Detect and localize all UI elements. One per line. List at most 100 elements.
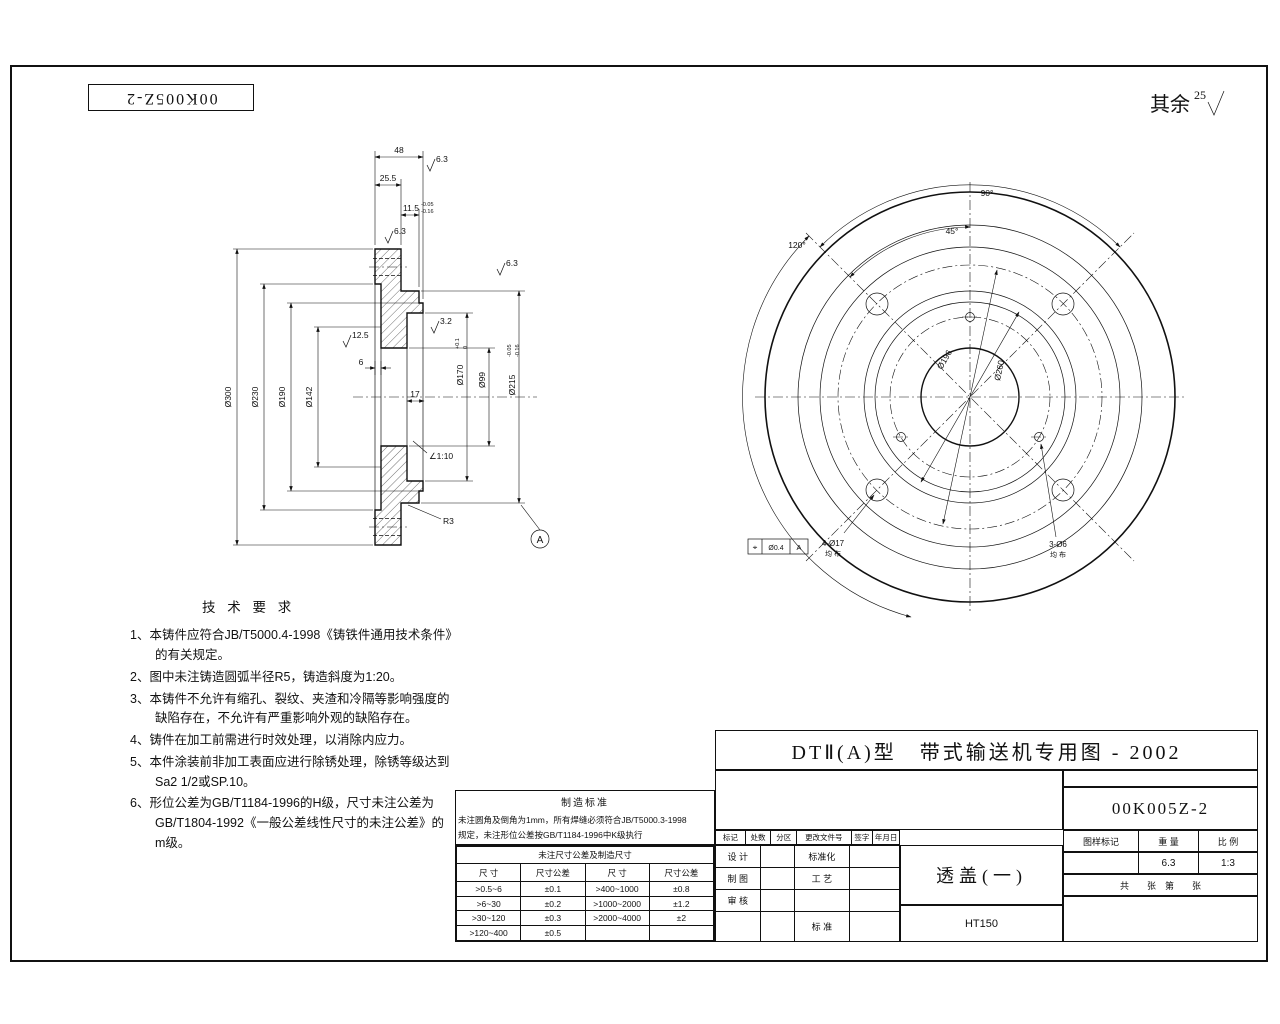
callout-4-holes: ⌖ Ø0.4 A 4-Ø17 均 布 <box>747 494 875 558</box>
revision-header-row: 标记 处数 分区 更改文件号 签字 年月日 <box>715 830 900 845</box>
part-name-box: 透盖(一) <box>900 845 1063 905</box>
general-roughness-note: 其余 25 <box>1150 88 1230 118</box>
svg-text:A: A <box>796 543 801 552</box>
svg-text:均 布: 均 布 <box>825 549 841 558</box>
drawing-no-spacer <box>1063 770 1258 787</box>
rev-header: 处数 <box>746 831 772 844</box>
main-title-box: DTⅡ(A)型 带式输送机专用图 - 2002 <box>715 730 1258 770</box>
scale-value: 1:3 <box>1221 857 1235 869</box>
material-box: HT150 <box>900 905 1063 942</box>
svg-text:-0.05: -0.05 <box>421 202 434 208</box>
datum-a-symbol: A <box>520 504 550 549</box>
svg-text:Ø99: Ø99 <box>477 372 487 388</box>
tol-cell: >0.5~6 <box>455 880 522 897</box>
svg-text:6.3: 6.3 <box>394 226 406 236</box>
rest-label: 其余 <box>1150 94 1190 116</box>
technical-requirements: 技 术 要 求 1、本铸件应符合JB/T5000.4-1998《铸铁件通用技术条… <box>130 597 452 856</box>
dim-angle-90: 90° <box>819 184 1121 248</box>
section-geometry <box>353 248 537 546</box>
dim-dia-215: Ø215 -0.05 -0.16 <box>421 290 525 504</box>
title-block: DTⅡ(A)型 带式输送机专用图 - 2002 00K005Z-2 制造标准 未… <box>455 730 1258 942</box>
svg-text:6.3: 6.3 <box>436 154 448 164</box>
role-process: 工 艺 <box>795 868 850 889</box>
svg-text:25.5: 25.5 <box>380 173 397 183</box>
mark-weight-scale-values: 6.3 1:3 <box>1063 852 1258 874</box>
tol-cell: ±1.2 <box>648 895 715 912</box>
tol-cell: ±0.1 <box>520 880 586 897</box>
weight-value: 6.3 <box>1139 853 1199 873</box>
dim-angle-45: 45° <box>849 225 971 278</box>
svg-text:∠1:10: ∠1:10 <box>429 451 453 461</box>
rest-roughness-value: 25 <box>1194 88 1206 102</box>
tol-cell: ±0.3 <box>520 910 586 927</box>
tol-cell: >6~30 <box>455 895 522 912</box>
manufacturing-standard-line2: 规定，未注形位公差按GB/T1184-1996中K级执行 <box>458 830 643 840</box>
dim-width-48: 48 <box>374 145 424 299</box>
drawing-number: 00K005Z-2 <box>1111 798 1210 818</box>
tol-cell: >120~400 <box>455 925 522 941</box>
svg-text:11.5: 11.5 <box>403 203 419 213</box>
tech-req-item: 5、本件涂装前非加工表面应进行除锈处理，除锈等级达到Sa2 1/2或SP.10。 <box>130 754 450 789</box>
front-view: 90° 45° 120° Ø196 Ø260 ⌖ Ø0.4 A 4-Ø17 均 … <box>742 182 1185 618</box>
dim-angle-120: 120° <box>742 235 912 618</box>
svg-text:6.3: 6.3 <box>506 258 518 268</box>
mark-label: 图样标记 <box>1064 831 1139 851</box>
dim-25-5: 25.5 <box>374 173 402 245</box>
tol-cell <box>584 925 650 941</box>
surface-finish-12-5: 12.5 <box>342 330 369 348</box>
surface-finish-6-3-c: 6.3 <box>496 258 518 276</box>
tolerance-table-title: 未注尺寸公差及制造尺寸 <box>456 845 714 865</box>
tol-cell: >1000~2000 <box>584 895 650 912</box>
fillet-note: R3 <box>407 504 454 526</box>
svg-text:均 布: 均 布 <box>1050 550 1066 559</box>
rotated-drawing-number-box: 00K005Z-2 <box>88 84 254 111</box>
svg-text:Ø142: Ø142 <box>304 386 314 407</box>
sheet-count-row: 共 张 第 张 <box>1063 874 1258 896</box>
surface-finish-6-3-a: 6.3 <box>426 154 448 172</box>
tech-req-item: 2、图中未注铸造圆弧半径R5，铸造斜度为1:20。 <box>130 669 403 684</box>
svg-text:Ø300: Ø300 <box>223 386 233 407</box>
svg-text:4-Ø17: 4-Ø17 <box>822 539 845 548</box>
svg-text:+0.1: +0.1 <box>455 338 461 349</box>
manufacturing-standard-line1: 未注圆角及倒角为1mm，所有焊缝必须符合JB/T5000.3-1998 <box>458 815 687 825</box>
dim-17: 17 <box>406 389 425 403</box>
svg-text:3.2: 3.2 <box>440 316 452 326</box>
svg-text:-0.16: -0.16 <box>515 344 521 357</box>
rev-header: 标记 <box>716 831 746 844</box>
position-tolerance-icon: ⌖ <box>753 543 758 552</box>
revision-area <box>715 770 1063 830</box>
section-view: 48 25.5 11.5 -0.05 -0.16 6.3 6.3 6.3 3.2… <box>223 145 550 549</box>
role-draft: 制 图 <box>716 868 761 889</box>
tol-cell: >30~120 <box>455 910 522 927</box>
svg-text:17: 17 <box>410 389 420 399</box>
weight-label: 重 量 <box>1139 831 1199 851</box>
dim-dia-142: Ø142 <box>304 326 381 468</box>
svg-text:45°: 45° <box>946 226 959 236</box>
svg-text:-0.16: -0.16 <box>421 209 434 215</box>
rev-header: 更改文件号 <box>797 831 852 844</box>
svg-text:Ø0.4: Ø0.4 <box>768 545 783 552</box>
tol-cell: ±0.2 <box>520 895 586 912</box>
right-empty-box <box>1063 896 1258 942</box>
dim-11-5: 11.5 -0.05 -0.16 <box>400 202 434 287</box>
sheet-count: 共 张 第 张 <box>1119 880 1201 891</box>
tol-cell: >2000~4000 <box>584 910 650 927</box>
svg-text:Ø215: Ø215 <box>507 374 517 395</box>
tech-req-item: 4、铸件在加工前需进行时效处理，以消除内应力。 <box>130 733 412 748</box>
svg-text:0: 0 <box>463 346 469 349</box>
tolerance-table-box: 未注尺寸公差及制造尺寸 尺 寸 尺寸公差 尺 寸 尺寸公差 >0.5~6 ±0.… <box>455 845 715 942</box>
surface-finish-6-3-b: 6.3 <box>384 226 406 244</box>
svg-text:120°: 120° <box>788 240 806 250</box>
rotated-drawing-number: 00K005Z-2 <box>124 89 218 107</box>
svg-text:3-Ø6: 3-Ø6 <box>1049 540 1067 549</box>
role-design: 设 计 <box>716 846 761 867</box>
part-name: 透盖(一) <box>936 866 1027 886</box>
tech-req-item: 6、形位公差为GB/T1184-1996的H级，尺寸未注公差为GB/T1804-… <box>130 796 444 850</box>
role-check: 审 核 <box>716 890 761 911</box>
dim-6: 6 <box>359 357 391 375</box>
svg-text:12.5: 12.5 <box>352 330 369 340</box>
mark-weight-scale-header: 图样标记 重 量 比 例 <box>1063 830 1258 852</box>
scale-label: 比 例 <box>1217 836 1239 847</box>
callout-3-holes: 3-Ø6 均 布 <box>1040 443 1067 559</box>
drawing-number-box: 00K005Z-2 <box>1063 787 1258 830</box>
